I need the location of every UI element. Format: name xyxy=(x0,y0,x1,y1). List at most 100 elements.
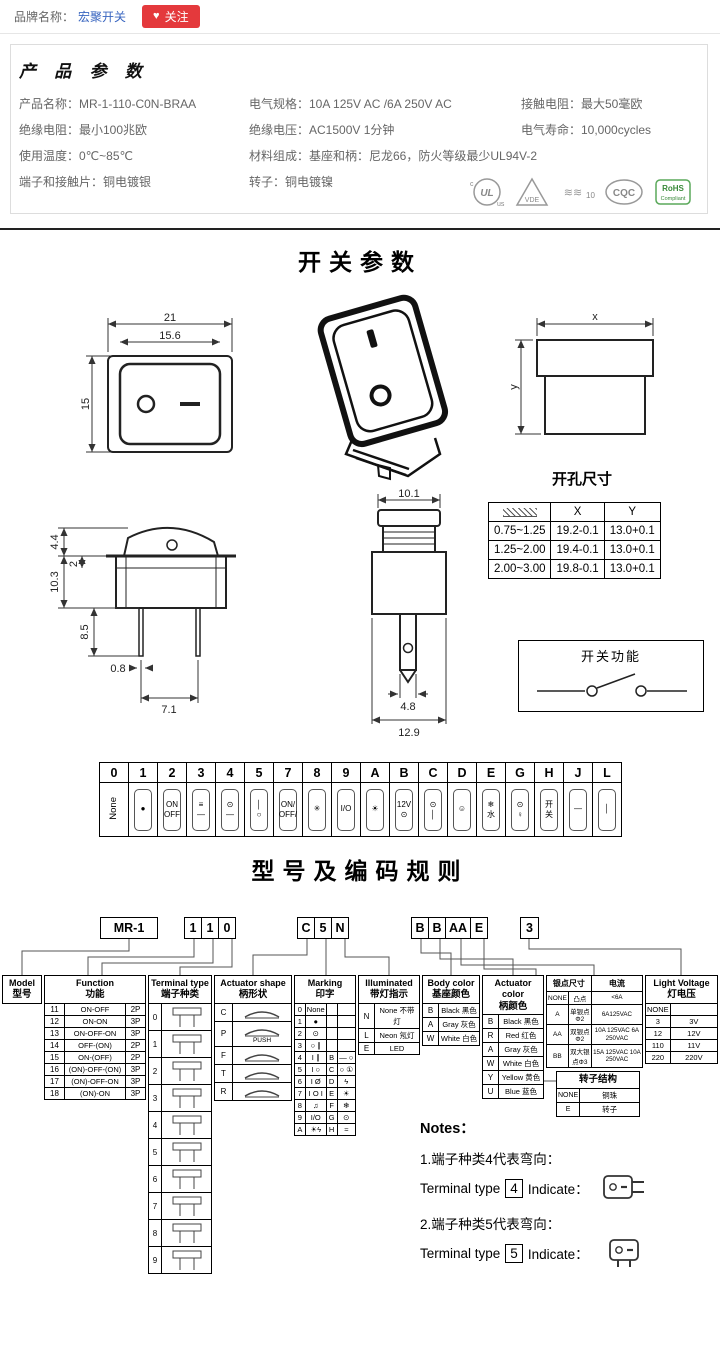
actuator-shape-drawing xyxy=(232,1063,292,1083)
strip-code-cell: 1 xyxy=(128,762,158,783)
svg-text:10: 10 xyxy=(586,191,595,200)
marking-row: 3 ○ ∥ xyxy=(294,1039,357,1053)
strip-symbol-cell: ⊙ ♀ xyxy=(505,782,535,837)
param-cell: 转子：铜电镀镍 xyxy=(249,175,334,189)
strip-code-cell: A xyxy=(360,762,390,783)
actuator-shape-row: F xyxy=(214,1045,292,1065)
actuator-shape-drawing xyxy=(232,1081,292,1101)
rocker-face-icon: │ xyxy=(598,788,616,831)
rocker-face-icon: ON OFF xyxy=(163,788,181,831)
code-cell: N xyxy=(331,917,349,939)
strip-code-cell: H xyxy=(534,762,564,783)
silver-point-row: AA 双银点Φ2 10A 125VAC 6A 250VAC xyxy=(546,1024,644,1045)
brand-link[interactable]: 宏聚开关 xyxy=(78,10,127,24)
light-voltage-row: 110 11V xyxy=(645,1039,719,1053)
actuator-shape-row: C xyxy=(214,1003,292,1023)
rocker-face-icon: ⊙ ♀ xyxy=(511,788,529,831)
terminal-row: 9 xyxy=(148,1246,212,1275)
actuator-color-row: A Gray 灰色 xyxy=(482,1042,544,1058)
function-row: 11 ON-OFF 2P xyxy=(44,1003,146,1017)
illuminated-row: L Neon 氖灯 xyxy=(358,1028,420,1044)
terminal-drawing xyxy=(161,1003,212,1032)
rocker-face-icon: ☀ xyxy=(366,788,384,831)
marking-row: 5 I ○ C ○ ① xyxy=(294,1063,357,1077)
rocker-face-icon: │ ○ xyxy=(250,788,268,831)
actuator-color-row: W White 白色 xyxy=(482,1056,544,1072)
svg-text:c: c xyxy=(470,181,474,188)
marking-row: 7 I O I E ☀ xyxy=(294,1087,357,1101)
param-cell: 绝缘电阻：最小100兆欧 xyxy=(19,123,148,137)
coding-connector-lines xyxy=(21,939,682,1082)
certification-icons: UL c us VDE ≋≋ 10 CQC RoHS Compliant xyxy=(467,176,693,208)
terminal-row: 4 xyxy=(148,1111,212,1140)
note-1-cn: 1.端子种类4代表弯向： xyxy=(420,1152,561,1167)
rocker-face-icon: ⊙ — xyxy=(221,788,239,831)
svg-text:≋≋: ≋≋ xyxy=(564,187,582,199)
terminal-drawing xyxy=(161,1246,212,1275)
function-row: 13 ON-OFF-ON 3P xyxy=(44,1027,146,1041)
terminal-drawing xyxy=(161,1030,212,1059)
illuminated-row: E LED xyxy=(358,1042,420,1056)
terminal-row: 0 xyxy=(148,1003,212,1032)
strip-code-cell: 0 xyxy=(99,762,129,783)
thickness-hatch-cell xyxy=(487,502,552,522)
terminal-type-4-box: 4 xyxy=(505,1178,523,1198)
code-cell: AA xyxy=(445,917,472,939)
terminal-drawing xyxy=(161,1192,212,1221)
thickness-row: 0.75~1.25 19.2-0.1 13.0+0.1 xyxy=(487,521,661,541)
brand-label: 品牌名称： xyxy=(14,10,75,24)
code-cell: 5 xyxy=(314,917,332,939)
enec-cert-icon: ≋≋ 10 xyxy=(564,187,595,200)
strip-code-cell: 8 xyxy=(302,762,332,783)
thickness-col-y: Y xyxy=(603,502,661,522)
marking-row: 8 ♫ F ❄ xyxy=(294,1099,357,1113)
switch-function-title: 开关功能 xyxy=(580,649,641,664)
rohs-cert-icon: RoHS Compliant xyxy=(655,179,691,205)
strip-symbol-cell: ≡ — xyxy=(186,782,216,837)
follow-button-label: 关注 xyxy=(164,10,189,24)
strip-symbol-cell: — xyxy=(563,782,593,837)
strip-code-cell: 5 xyxy=(244,762,274,783)
strip-symbol-cell: ON/ OFF/ xyxy=(273,782,303,837)
switch-params-title: 开关参数 xyxy=(298,249,422,275)
rocker-face-icon: ≡ — xyxy=(192,788,210,831)
switch-circuit-symbol xyxy=(537,673,687,697)
coding-rules-title: 型号及编码规则 xyxy=(251,858,469,884)
narrow-front-drawing: 10.1 4.8 12.9 xyxy=(371,488,447,739)
code-cell: 0 xyxy=(218,917,236,939)
strip-symbol-cell: ✳ xyxy=(302,782,332,837)
marking-row: 1 ● xyxy=(294,1015,357,1029)
follow-button[interactable]: ♥ 关注 xyxy=(142,5,200,28)
strip-code-cell: 2 xyxy=(157,762,187,783)
svg-text:8.5: 8.5 xyxy=(79,624,91,639)
actuator-color-row: R Red 红色 xyxy=(482,1028,544,1044)
terminal-row: 1 xyxy=(148,1030,212,1059)
param-cell: 材料组成：基座和柄：尼龙66，防火等级最少UL94V-2 xyxy=(249,149,538,163)
param-cell: 接触电阻：最大50毫欧 xyxy=(521,97,643,111)
cutout-drawing: x y xyxy=(508,311,654,435)
strip-symbol-cell: None xyxy=(99,782,129,837)
cqc-cert-icon: CQC xyxy=(605,179,643,205)
svg-text:10.3: 10.3 xyxy=(49,571,61,592)
thickness-row: 2.00~3.00 19.8-0.1 13.0+0.1 xyxy=(487,559,661,579)
terminal-drawing xyxy=(161,1111,212,1140)
switch-3d-drawing xyxy=(317,294,449,481)
thickness-row: 1.25~2.00 19.4-0.1 13.0+0.1 xyxy=(487,540,661,560)
svg-text:0.8: 0.8 xyxy=(110,663,125,675)
code-cell: B xyxy=(411,917,429,939)
section-divider xyxy=(0,228,720,230)
technical-drawings: 21 15.6 15 xyxy=(0,290,720,752)
code-cell: B xyxy=(428,917,446,939)
actuator-shape-row: P PUSH xyxy=(214,1021,292,1047)
marking-row: 9 I/O G ⊙ xyxy=(294,1111,357,1125)
strip-code-cell: J xyxy=(563,762,593,783)
terminal-drawing xyxy=(161,1165,212,1194)
